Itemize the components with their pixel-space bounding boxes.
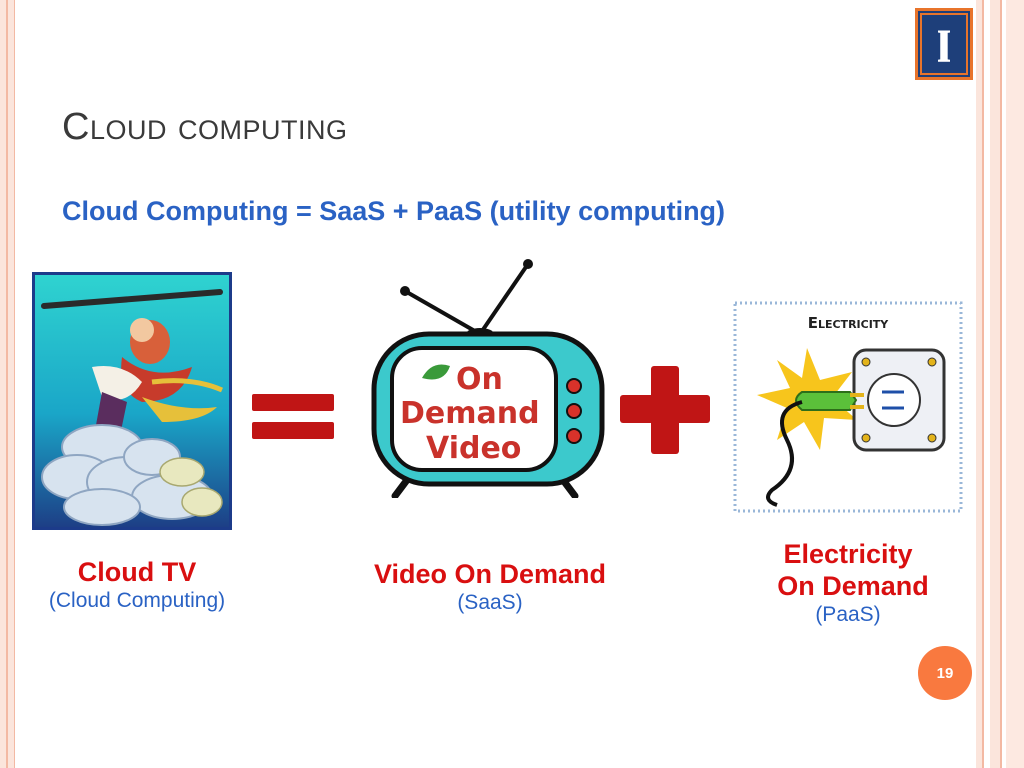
equals-sign-icon bbox=[252, 394, 334, 439]
caption-cloud-tv: Cloud TV (Cloud Computing) bbox=[22, 556, 252, 614]
caption-electricity-on-demand: Electricity On Demand (PaaS) bbox=[735, 538, 961, 628]
tv-text-video: Video bbox=[426, 431, 521, 466]
left-border-decoration bbox=[0, 0, 15, 768]
university-logo: I bbox=[915, 8, 973, 80]
caption-cloud-tv-sub: (Cloud Computing) bbox=[48, 589, 226, 612]
caption-electricity-sub: (PaaS) bbox=[815, 603, 881, 626]
electricity-plug-image: Electricity bbox=[733, 301, 963, 513]
caption-cloud-tv-title: Cloud TV bbox=[77, 557, 197, 587]
electricity-image-label: Electricity bbox=[808, 314, 890, 332]
caption-electricity-title-line2: On Demand bbox=[777, 571, 929, 601]
right-border-decoration bbox=[976, 0, 1024, 768]
tv-text-demand: Demand bbox=[400, 396, 540, 431]
slide-title: Cloud computing bbox=[62, 106, 348, 148]
slide-subtitle: Cloud Computing = SaaS + PaaS (utility c… bbox=[62, 196, 726, 226]
caption-electricity-title-line1: Electricity bbox=[783, 539, 913, 569]
slide-number-badge: 19 bbox=[918, 646, 972, 700]
caption-video-on-demand: Video On Demand (SaaS) bbox=[330, 558, 650, 616]
caption-vod-title: Video On Demand bbox=[373, 559, 607, 589]
plus-sign-icon bbox=[620, 366, 710, 454]
monkey-king-cloud-image bbox=[32, 272, 232, 530]
logo-letter: I bbox=[935, 20, 954, 73]
caption-vod-sub: (SaaS) bbox=[457, 591, 523, 614]
on-demand-video-tv-image: On Demand Video bbox=[371, 259, 605, 498]
tv-text-on: On bbox=[456, 362, 503, 397]
